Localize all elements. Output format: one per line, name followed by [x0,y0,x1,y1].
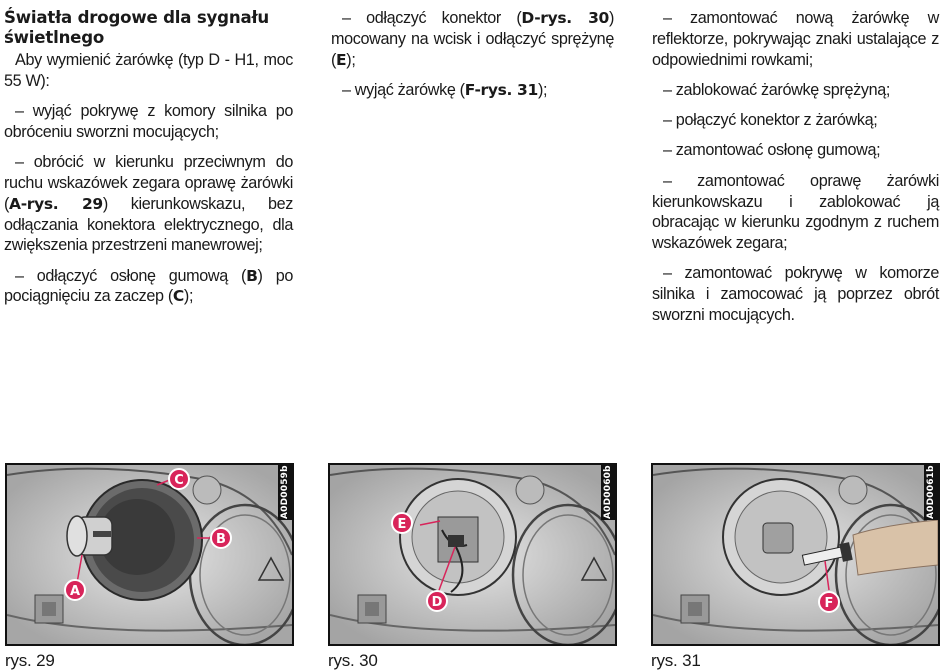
step-disconnect-rubber-cover: – odłączyć osłonę gumową (B) po pociągni… [4,266,293,306]
callout-b: B [210,527,232,549]
text-column-2: – odłączyć konektor (D-rys. 30) mocowany… [331,8,614,110]
part-reference: B [246,266,258,285]
headlight-illustration: A B C [7,465,292,644]
callout-d: D [426,590,448,612]
figure-31-photo: F A0D0061b [651,463,940,646]
figure-caption: rys. 29 [5,651,55,670]
figure-reference: A-rys. 29 [9,194,103,213]
part-reference: C [172,287,184,306]
text-column-3: – zamontować nową żarówkę w reflektorze,… [652,8,939,335]
step-disconnect-connector: – odłączyć konektor (D-rys. 30) mocowany… [331,9,615,69]
figure-caption: rys. 30 [328,651,378,670]
callout-a: A [64,579,86,601]
part-reference: E [336,50,347,69]
figure-reference: D-rys. 30 [521,9,609,27]
callout-c: C [168,468,190,490]
text-column-1: Światła drogowe dla sygnału świetlnego A… [4,8,293,317]
step-connect-connector: – połączyć konektor z żarówką; [663,111,878,130]
intro-paragraph: Aby wymienić żarówkę (typ D - H1, moc 55… [4,51,293,90]
svg-text:A: A [70,584,80,599]
figure-caption: rys. 31 [651,651,701,670]
figure-code: A0D0060b [601,465,615,520]
step-fit-engine-cover: – zamontować pokrywę w komorze silnika i… [652,264,939,325]
callout-e: E [391,512,413,534]
step-rotate-bulb-holder: – obrócić w kierunku przeciwnym do ruchu… [4,153,294,255]
step-fit-new-bulb: – zamontować nową żarówkę w reflektorze,… [652,9,939,69]
heading-line-2: świetlnego [4,27,105,47]
svg-text:D: D [432,595,443,610]
callout-f: F [818,591,840,613]
svg-text:B: B [216,532,226,547]
figure-29-photo: A B C A0D0059b [5,463,294,646]
step-fit-rubber-cover: – zamontować osłonę gumową; [663,141,881,160]
figure-30-photo: E D A0D0060b [328,463,617,646]
figure-code: A0D0061b [924,465,938,520]
step-fit-indicator-holder: – zamontować oprawę żarówki kierunkowska… [652,171,939,253]
svg-text:C: C [174,473,184,488]
step-remove-bulb: – wyjąć żarówkę (F-rys. 31); [342,80,548,99]
step-lock-bulb: – zablokować żarówkę sprężyną; [663,80,891,99]
heading-line-1: Światła drogowe dla sygnału [4,8,270,27]
svg-text:F: F [825,596,834,611]
step-remove-cover: – wyjąć pokrywę z komory silnika po obró… [4,102,293,141]
headlight-illustration: F [653,465,938,644]
section-heading: Światła drogowe dla sygnału świetlnego [4,8,293,47]
svg-text:E: E [398,517,407,532]
figure-reference: F-rys. 31 [464,80,539,99]
figure-code: A0D0059b [278,465,292,520]
headlight-illustration: E D [330,465,615,644]
